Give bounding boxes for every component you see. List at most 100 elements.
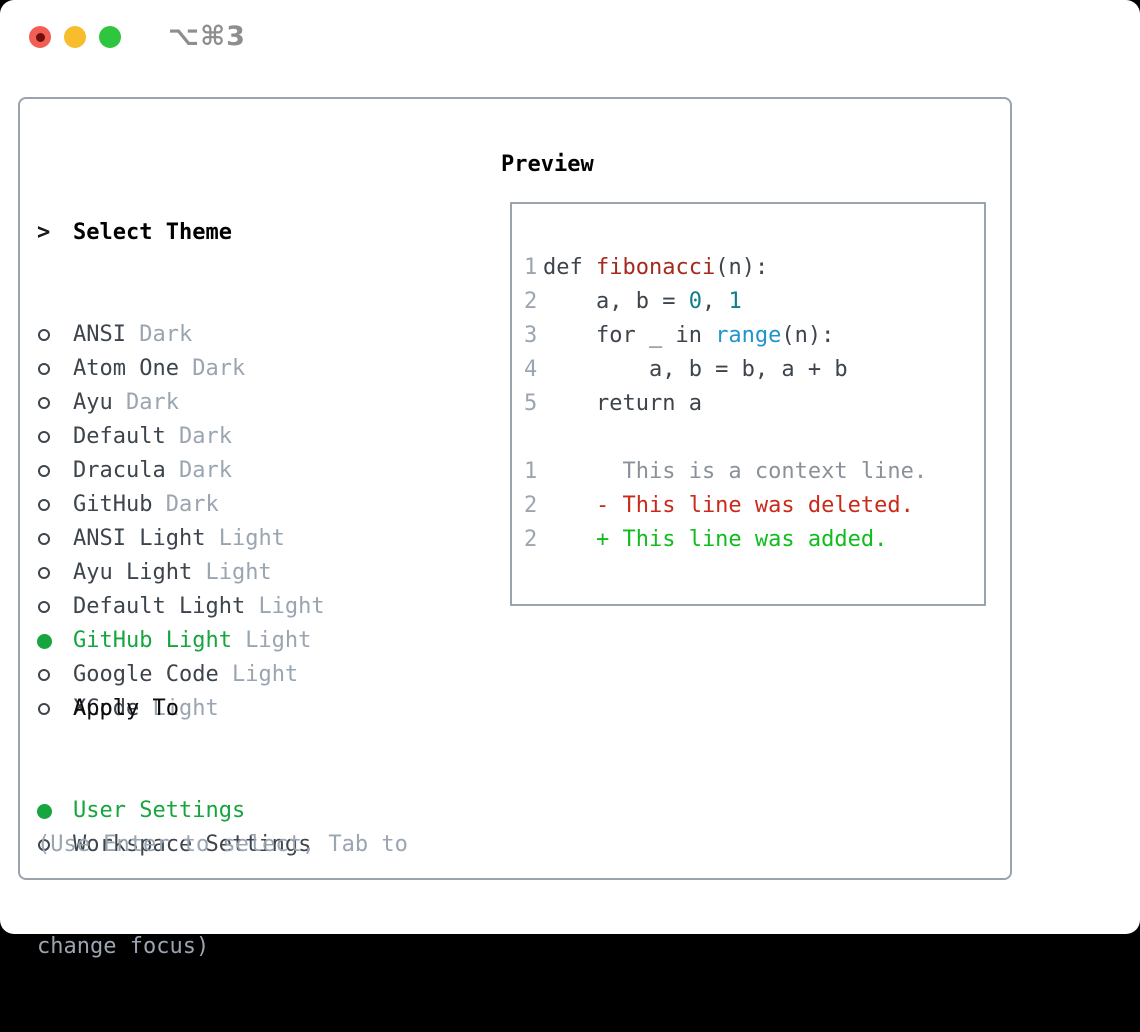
apply-item-user-settings[interactable]: User Settings [37, 794, 311, 828]
help-text-line: (Use Enter to select, Tab to [37, 832, 408, 857]
theme-item-github-light[interactable]: GitHub Light Light [37, 624, 325, 658]
prompt-icon: > [37, 220, 51, 245]
radio-icon [37, 839, 73, 851]
preview-line [524, 421, 927, 455]
radio-icon [37, 329, 73, 341]
theme-item-name: Google Code [73, 662, 232, 687]
code-segment: a, b = [543, 289, 689, 314]
theme-item-dracula[interactable]: Dracula Dark [37, 454, 325, 488]
minimize-button[interactable] [64, 26, 86, 48]
preview-line: 1 This is a context line. [524, 455, 927, 489]
preview-line: 2 - This line was deleted. [524, 489, 927, 523]
code-segment: a, b = b, a + b [543, 357, 848, 382]
theme-item-tag: Dark [178, 458, 232, 483]
theme-item-name: Atom One [73, 356, 193, 381]
apply-item-name: User Settings [73, 798, 246, 823]
theme-item-tag: Light [205, 560, 272, 585]
window-title: ⌥⌘3 [168, 21, 246, 52]
radio-unselected-icon [38, 703, 50, 715]
theme-item-tag: Dark [125, 390, 179, 415]
theme-item-tag: Dark [178, 424, 232, 449]
radio-unselected-icon [38, 397, 50, 409]
preview-line: 4 a, b = b, a + b [524, 353, 927, 387]
code-segment: return a [543, 391, 702, 416]
theme-item-ayu-light[interactable]: Ayu Light Light [37, 556, 325, 590]
code-segment: fibonacci [595, 255, 716, 280]
theme-item-default[interactable]: Default Dark [37, 420, 325, 454]
radio-icon [37, 431, 73, 443]
theme-item-ayu[interactable]: Ayu Dark [37, 386, 325, 420]
radio-unselected-icon [38, 669, 50, 681]
theme-item-name: ANSI [73, 322, 140, 347]
theme-item-tag: Light [245, 628, 312, 653]
theme-item-atom-one[interactable]: Atom One Dark [37, 352, 325, 386]
apply-item-name: Workspace Settings [73, 832, 312, 857]
radio-icon [37, 363, 73, 375]
theme-item-name: ANSI Light [73, 526, 219, 551]
radio-unselected-icon [38, 601, 50, 613]
theme-item-google-code[interactable]: Google Code Light [37, 658, 325, 692]
theme-item-name: Dracula [73, 458, 179, 483]
theme-item-ansi[interactable]: ANSI Dark [37, 318, 325, 352]
preview-line: 3 for _ in range(n): [524, 319, 927, 353]
theme-item-tag: Light [258, 594, 325, 619]
line-number: 4 [524, 357, 538, 382]
theme-menu-header: > Select Theme [37, 216, 325, 250]
help-text: (Use Enter to select, Tab to change focu… [37, 760, 408, 1032]
code-segment: range [715, 323, 782, 348]
theme-item-default-light[interactable]: Default Light Light [37, 590, 325, 624]
theme-item-tag: Dark [139, 322, 193, 347]
theme-item-tag: Dark [192, 356, 246, 381]
theme-item-ansi-light[interactable]: ANSI Light Light [37, 522, 325, 556]
radio-unselected-icon [38, 431, 50, 443]
zoom-button[interactable] [99, 26, 121, 48]
radio-icon [37, 499, 73, 511]
theme-item-name: Ayu Light [73, 560, 206, 585]
line-number: 1 [524, 255, 538, 280]
line-number: 2 [524, 527, 538, 552]
preview-pane [510, 202, 986, 606]
radio-icon [37, 703, 73, 715]
code-segment: for _ in [543, 323, 716, 348]
code-segment: (n): [715, 255, 769, 280]
code-segment: (n): [781, 323, 835, 348]
radio-icon [37, 567, 73, 579]
close-button[interactable] [29, 26, 51, 48]
radio-icon [37, 601, 73, 613]
line-number: 2 [524, 493, 538, 518]
code-segment: This is a context line. [543, 459, 928, 484]
traffic-lights [29, 26, 121, 48]
line-number: 3 [524, 323, 538, 348]
radio-unselected-icon [38, 363, 50, 375]
theme-item-tag: Light [152, 696, 219, 721]
radio-unselected-icon [38, 533, 50, 545]
help-text-line: change focus) [37, 934, 210, 959]
radio-selected-icon [37, 803, 52, 819]
theme-item-name: Default [73, 424, 179, 449]
radio-icon [37, 633, 73, 649]
radio-icon [37, 669, 73, 681]
theme-item-github[interactable]: GitHub Dark [37, 488, 325, 522]
theme-item-name: GitHub Light [73, 628, 246, 653]
preview-line: 5 return a [524, 387, 927, 421]
radio-unselected-icon [38, 329, 50, 341]
code-segment: - This line was deleted. [543, 493, 914, 518]
radio-unselected-icon [38, 567, 50, 579]
theme-item-name: GitHub [73, 492, 166, 517]
theme-item-xcode[interactable]: XCode Light [37, 692, 325, 726]
code-segment: 0 [688, 289, 702, 314]
line-number: 5 [524, 391, 538, 416]
radio-icon [37, 465, 73, 477]
preview-title: Preview [501, 152, 594, 177]
apply-item-workspace-settings[interactable]: Workspace Settings [37, 828, 311, 862]
theme-menu-title: Select Theme [73, 220, 232, 245]
line-number: 2 [524, 289, 538, 314]
radio-icon [37, 397, 73, 409]
radio-unselected-icon [38, 499, 50, 511]
theme-item-tag: Light [231, 662, 299, 687]
